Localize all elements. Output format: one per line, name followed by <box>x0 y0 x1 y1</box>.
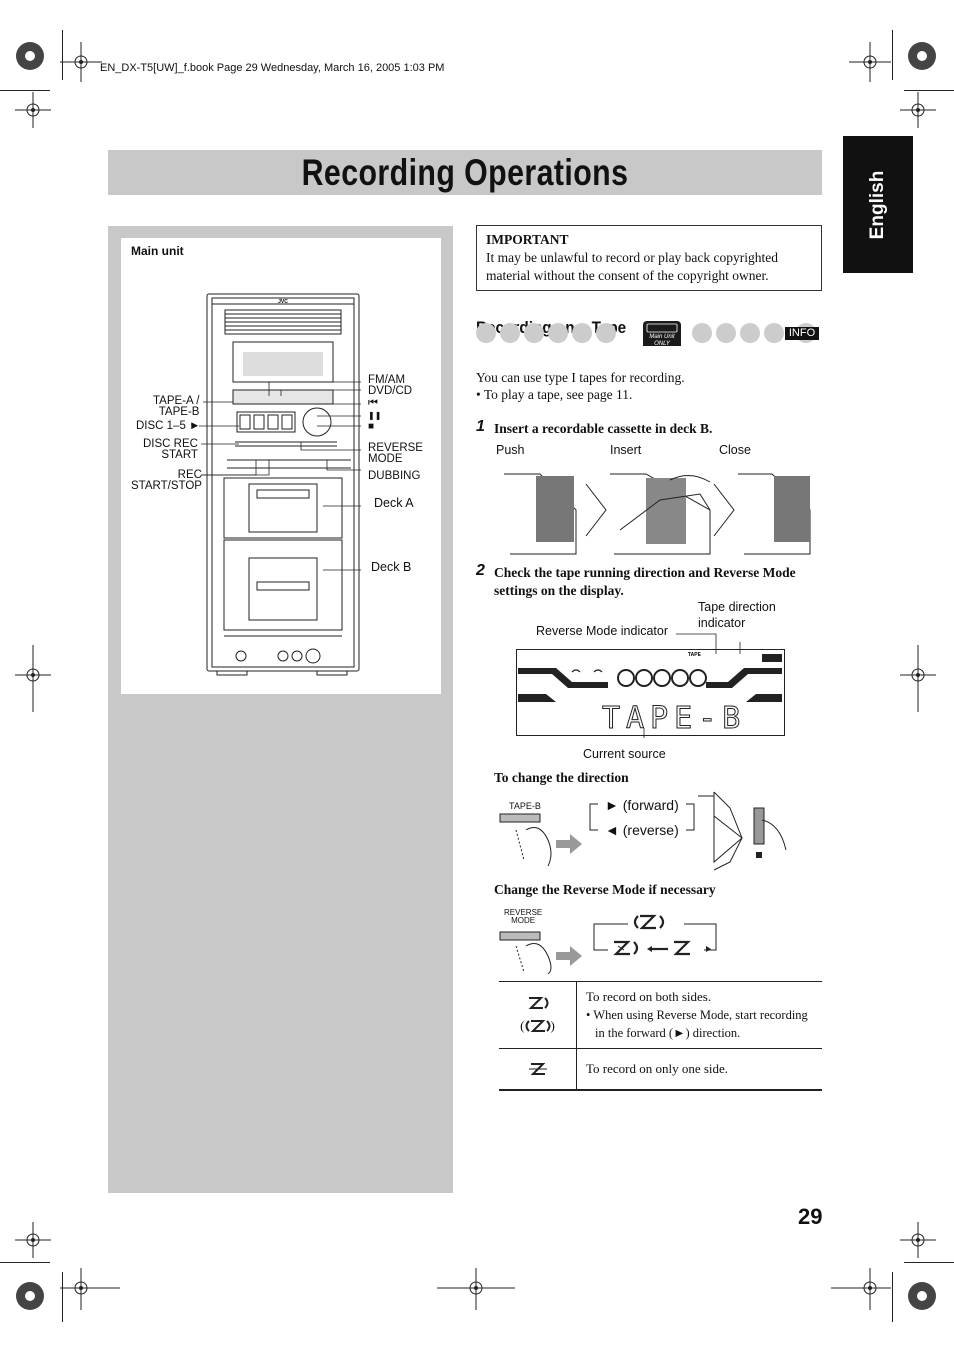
intro-text: You can use type I tapes for recording. <box>476 370 685 385</box>
page-number: 29 <box>798 1204 823 1229</box>
crop-mark <box>904 1262 954 1263</box>
label-disc-rec-start: DISC REC START <box>143 438 198 461</box>
table-desc-both: To record on both sides. <box>586 989 712 1004</box>
label-reverse-mode-indicator: Reverse Mode indicator <box>536 624 669 638</box>
main-unit-heading: Main unit <box>131 244 184 258</box>
cassette-insert-illustration <box>504 473 811 555</box>
label-deck-a: Deck A <box>374 496 414 510</box>
paren-close: ) <box>550 1018 555 1033</box>
label-tape-direction-indicator: Tape direction indicator <box>698 600 776 630</box>
display-tape-indicator: TAPE <box>688 652 702 658</box>
crop-mark <box>0 90 50 91</box>
paren-open: ( <box>520 1018 525 1033</box>
table-bullet: • When using Reverse Mode, start recordi… <box>586 1008 808 1040</box>
forward-label: ► (forward) <box>605 797 679 813</box>
reverse-mode-both-icon <box>528 997 548 1009</box>
title-bar: Recording Operations <box>108 150 822 195</box>
table-row: ( ) To record on both sides. • When usin… <box>499 982 822 1049</box>
reverse-mode-table: ( ) To record on both sides. • When usin… <box>499 981 822 1091</box>
step1-label-insert: Insert <box>610 443 642 457</box>
crop-mark <box>62 1272 63 1322</box>
table-row: To record on only one side. <box>499 1049 822 1089</box>
main-unit-only-badge: Main Unit ONLY <box>649 334 675 347</box>
important-notice: IMPORTANT It may be unlawful to record o… <box>476 225 822 291</box>
label-disc: DISC 1–5 ► <box>136 420 201 432</box>
stop-icon: ■ <box>368 421 375 432</box>
label-rec-start-stop: REC START/STOP <box>131 469 202 492</box>
change-direction-heading: To change the direction <box>494 770 629 785</box>
intro-bullet: • To play a tape, see page 11. <box>476 387 633 402</box>
language-label: English <box>867 170 888 239</box>
important-heading: IMPORTANT <box>486 232 569 247</box>
step2-text: Check the tape running direction and Rev… <box>494 565 796 598</box>
reverse-mode-continuous-icon <box>525 1020 550 1032</box>
direction-illustration <box>499 791 787 871</box>
file-info: EN_DX-T5[UW]_f.book Page 29 Wednesday, M… <box>100 62 445 74</box>
skip-icon: ⏮ <box>368 397 378 409</box>
change-reverse-heading: Change the Reverse Mode if necessary <box>494 882 716 897</box>
display-panel: TAPE TAPE-B <box>516 633 785 738</box>
info-badge: INFO <box>785 327 819 340</box>
crop-mark <box>62 30 63 80</box>
display-source-text: TAPE-B <box>602 701 746 736</box>
crop-mark <box>0 1262 50 1263</box>
label-fm-am-dvd: FM/AM DVD/CD <box>368 374 413 397</box>
reverse-label: ◄ (reverse) <box>605 822 679 838</box>
crop-mark <box>904 90 954 91</box>
section-title-decoration <box>476 320 816 346</box>
table-desc-cell: To record on only one side. <box>577 1049 822 1089</box>
table-symbol-cell <box>499 1049 577 1089</box>
label-deck-b: Deck B <box>371 560 412 574</box>
reverse-mode-one-side-icon <box>528 1063 547 1075</box>
reverse-mode-illustration <box>499 914 717 975</box>
page-title: Recording Operations <box>301 152 629 193</box>
step1-label-close: Close <box>719 443 751 457</box>
label-tape-ab: TAPE-A / TAPE-B <box>153 395 200 418</box>
step1-text: Insert a recordable cassette in deck B. <box>494 421 713 436</box>
crop-mark <box>892 1272 893 1322</box>
table-desc-cell: To record on both sides. • When using Re… <box>577 982 822 1048</box>
crop-mark <box>892 30 893 80</box>
language-tab: English <box>843 136 913 273</box>
brand-logo: JVC <box>278 299 288 305</box>
tape-b-button-label: TAPE-B <box>509 801 541 811</box>
main-unit-drawing: JVC <box>199 293 361 676</box>
label-reverse-mode: REVERSE MODE <box>368 442 423 465</box>
label-current-source: Current source <box>583 747 666 761</box>
step1-number: 1 <box>476 418 485 435</box>
important-text: It may be unlawful to record or play bac… <box>486 250 779 283</box>
step2-number: 2 <box>476 562 485 579</box>
table-symbol-cell: ( ) <box>499 982 577 1048</box>
pause-icon: ❚❚ <box>368 411 382 420</box>
step1-label-push: Push <box>496 443 525 457</box>
reverse-mode-button-label: REVERSE MODE <box>504 908 543 925</box>
table-desc-one-side: To record on only one side. <box>586 1061 729 1076</box>
label-dubbing: DUBBING <box>368 470 421 482</box>
